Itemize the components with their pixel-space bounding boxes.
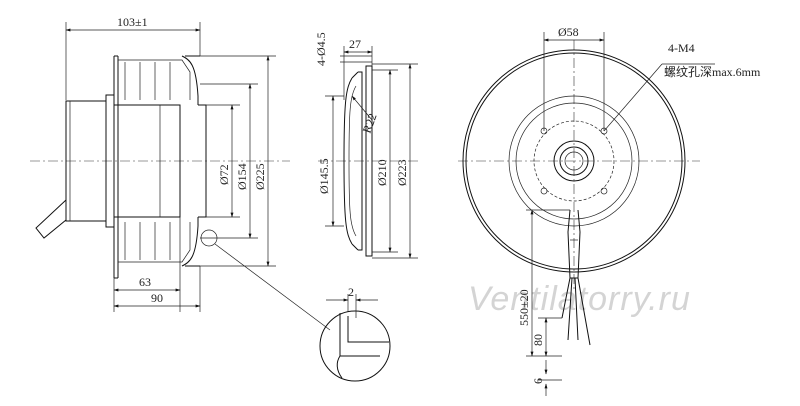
dim-ring-depth: 27 bbox=[349, 37, 361, 51]
dim-detail-gap: 2 bbox=[348, 285, 354, 299]
dim-ring-inner: Ø145.5 bbox=[317, 158, 331, 194]
dim-wire-strip: 6 bbox=[531, 378, 545, 384]
inlet-ring-view: 4-Ø4.5 27 R22 Ø145.5 Ø210 Ø223 bbox=[314, 32, 420, 259]
dim-ring-outer: Ø223 bbox=[395, 159, 409, 186]
note-thread: 4-M4 bbox=[668, 41, 695, 55]
dim-hub-depth: 63 bbox=[139, 275, 151, 289]
detail-view: 2 bbox=[319, 285, 391, 382]
dim-cable-length: 550±20 bbox=[517, 289, 531, 326]
side-view: 103±1 63 90 Ø72 Ø154 Ø225 bbox=[30, 15, 331, 331]
dim-front-pcd: Ø58 bbox=[558, 25, 579, 39]
front-view: 4-M4 螺纹孔深max.6mm Ø58 550±20 80 6 bbox=[458, 25, 761, 396]
dim-overall-depth: 90 bbox=[151, 291, 163, 305]
dim-mount-holes: 4-Ø4.5 bbox=[314, 32, 328, 66]
dim-ring-pcd: Ø210 bbox=[375, 159, 389, 186]
dim-inlet-dia: Ø154 bbox=[235, 163, 249, 190]
dim-cable-strip: 80 bbox=[531, 334, 545, 346]
dim-radius: R22 bbox=[360, 111, 380, 135]
watermark-text: Ventilatorry.ru bbox=[468, 280, 691, 318]
dim-outer-dia: Ø225 bbox=[253, 163, 267, 190]
dim-side-width: 103±1 bbox=[117, 15, 148, 29]
dim-hub-dia: Ø72 bbox=[217, 164, 231, 185]
note-thread-depth: 螺纹孔深max.6mm bbox=[664, 65, 761, 79]
